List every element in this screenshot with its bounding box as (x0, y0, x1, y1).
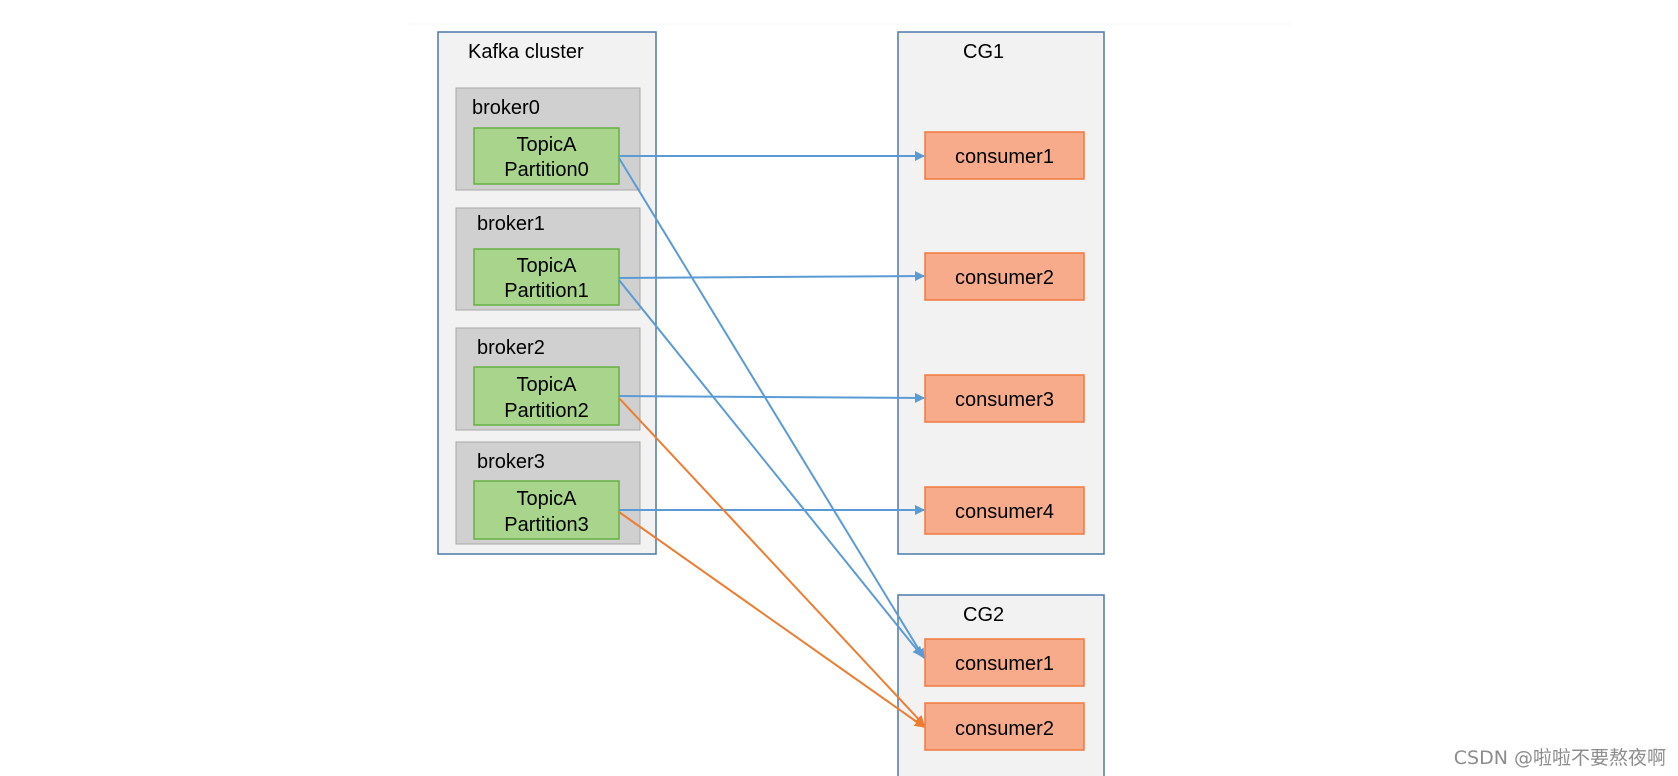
partition-1-topic: TopicA (516, 255, 577, 277)
cg1-consumer-1-label: consumer1 (955, 146, 1054, 168)
broker-1: broker1 TopicA Partition1 (455, 207, 641, 311)
kafka-cluster-title: Kafka cluster (468, 41, 584, 63)
cg1-consumer-2-box (924, 252, 1085, 301)
cg1-consumer-2-label: consumer2 (955, 267, 1054, 289)
cg2-consumer-1-box (924, 638, 1085, 687)
consumer-group-1-panel: CG1 consumer1 consumer2 consumer3 consum… (897, 31, 1105, 555)
partition-3-box (473, 480, 620, 540)
cg2-consumer-1-label: consumer1 (955, 653, 1054, 675)
arrow-p1-cg2-consumer1 (618, 279, 923, 657)
cg2-consumer-2-box (924, 702, 1085, 751)
cg1-title: CG1 (963, 41, 1004, 63)
partition-0-box (473, 127, 620, 185)
arrow-p2-cg1-consumer3 (618, 392, 925, 403)
consumer-group-2-panel: CG2 consumer1 consumer2 (897, 594, 1105, 776)
cg1-consumer-3-box (924, 374, 1085, 423)
cg2-consumer-2-label: consumer2 (955, 718, 1054, 740)
broker-3: broker3 TopicA Partition3 (455, 441, 641, 545)
partition-3-name: Partition3 (504, 514, 589, 536)
broker-2: broker2 TopicA Partition2 (455, 327, 641, 431)
kafka-cluster-panel: Kafka cluster broker0 TopicA Partition0 … (437, 31, 657, 555)
partition-0-topic: TopicA (516, 134, 577, 156)
partition-2-topic: TopicA (516, 374, 577, 396)
arrow-p1-cg1-consumer2 (618, 271, 925, 282)
partition-1-name: Partition1 (504, 280, 589, 302)
cg1-consumer-4-label: consumer4 (955, 501, 1054, 523)
cg1-consumer-1-box (924, 131, 1085, 180)
arrow-p2-cg2-consumer2 (618, 397, 925, 726)
cg1-consumer-3-label: consumer3 (955, 389, 1054, 411)
arrow-p3-cg2-consumer2 (618, 511, 925, 728)
broker-0: broker0 TopicA Partition0 (455, 87, 641, 191)
partition-2-name: Partition2 (504, 400, 589, 422)
arrow-p0-cg2-consumer1 (618, 157, 925, 659)
csdn-watermark: CSDN @啦啦不要熬夜啊 (1453, 747, 1666, 769)
broker-3-label: broker3 (477, 451, 545, 473)
broker-2-label: broker2 (477, 337, 545, 359)
cg1-consumer-4-box (924, 486, 1085, 535)
broker-0-label: broker0 (472, 97, 540, 119)
partition-3-topic: TopicA (516, 488, 577, 510)
partition-0-name: Partition0 (504, 159, 589, 181)
cg2-title: CG2 (963, 604, 1004, 626)
broker-1-label: broker1 (477, 213, 545, 235)
